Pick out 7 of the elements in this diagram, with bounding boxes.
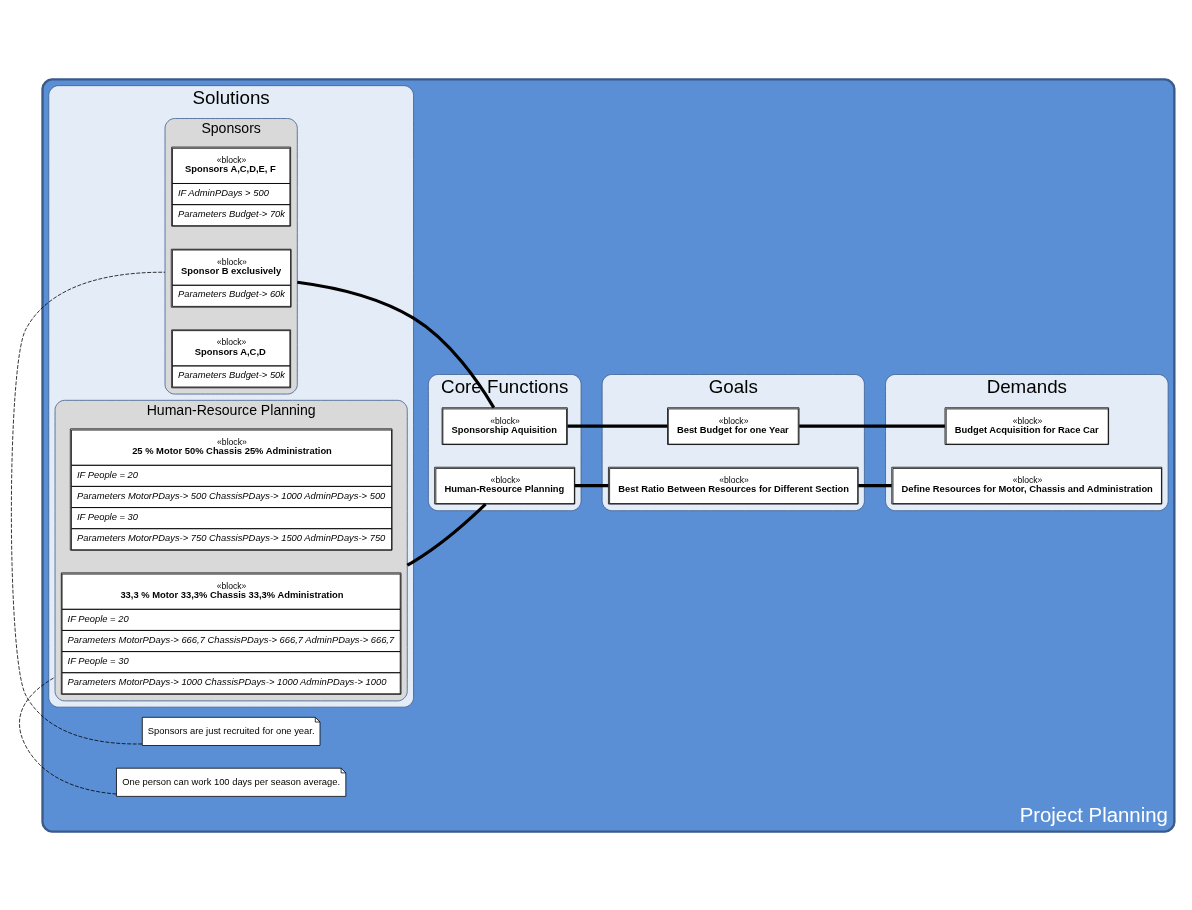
connector (574, 483, 609, 487)
connector (406, 502, 487, 567)
connector (297, 280, 496, 408)
connector (567, 424, 668, 428)
connector (11, 271, 166, 744)
connector (799, 424, 945, 428)
connector (858, 483, 892, 487)
